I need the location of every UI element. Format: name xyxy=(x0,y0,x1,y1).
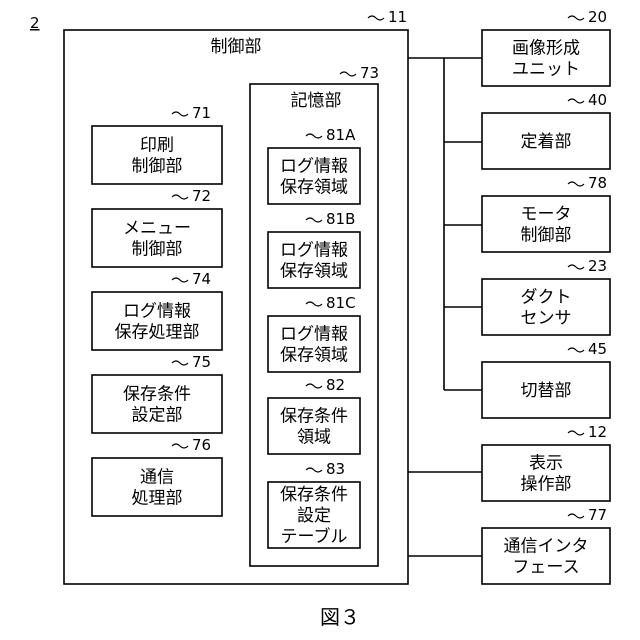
control-block-communication-processing-label-line: 処理部 xyxy=(132,489,183,509)
control-block-log-save-processing-ref: 74 xyxy=(192,270,211,288)
storage-block-log-area-a-label-line: ログ情報 xyxy=(280,157,348,177)
control-block-save-condition-setting-label-line: 設定部 xyxy=(132,406,183,426)
storage-block-log-area-a-ref: 81A xyxy=(326,126,356,144)
control-block-communication-processing-label-line: 通信 xyxy=(140,468,174,488)
storage-label: 記憶部 xyxy=(291,91,342,111)
external-block-communication-interface-ref: 77 xyxy=(588,506,607,524)
storage-block-log-area-b-ref: 81B xyxy=(326,210,355,228)
external-block-display-operation-unit-leader xyxy=(568,431,584,435)
control-block-print-control-ref: 71 xyxy=(192,104,211,122)
control-block-menu-control-label-line: メニュー xyxy=(123,219,191,239)
external-block-display-operation-unit-ref: 12 xyxy=(588,423,607,441)
external-block-fixing-unit-leader xyxy=(568,99,584,103)
external-block-switching-unit-ref: 45 xyxy=(588,340,607,358)
external-blocks: 画像形成ユニット 20 定着部 40 モータ制御部 78 ダクトセンサ 23 切替部 45 表示操作… xyxy=(482,8,610,584)
external-block-motor-control-ref: 78 xyxy=(588,174,607,192)
external-block-fixing-unit-label-line: 定着部 xyxy=(521,132,572,152)
storage-block-log-area-c-label-line: ログ情報 xyxy=(280,325,348,345)
external-block-duct-sensor-ref: 23 xyxy=(588,257,607,275)
storage-block-log-area-a-label-line: 保存領域 xyxy=(280,178,348,198)
external-block-image-forming-unit-label-line: 画像形成 xyxy=(512,39,580,59)
controller-ref: 11 xyxy=(388,8,407,26)
storage-block-save-condition-table-label-line: テーブル xyxy=(281,526,348,547)
external-block-display-operation-unit: 表示操作部 12 xyxy=(482,423,610,501)
external-block-motor-control-label-line: モータ xyxy=(521,205,572,225)
control-block-log-save-processing-label-line: 保存処理部 xyxy=(115,323,200,343)
external-block-image-forming-unit: 画像形成ユニット 20 xyxy=(482,8,610,86)
control-block-log-save-processing-label-line: ログ情報 xyxy=(123,302,191,322)
figure-label: 図３ xyxy=(320,605,360,629)
storage-blocks: ログ情報保存領域81Aログ情報保存領域81Bログ情報保存領域81C保存条件領域8… xyxy=(268,126,360,548)
storage-ref: 73 xyxy=(360,64,379,82)
control-block-print-control-label-line: 印刷 xyxy=(140,136,174,156)
external-block-communication-interface-label-line: フェース xyxy=(512,558,579,578)
storage-block-save-condition-table-label-line: 保存条件 xyxy=(280,485,348,505)
storage-block-save-condition-table-ref: 83 xyxy=(326,460,345,478)
external-block-motor-control-label-line: 制御部 xyxy=(521,226,572,246)
external-block-switching-unit: 切替部 45 xyxy=(482,340,610,418)
control-block-menu-control-label-line: 制御部 xyxy=(132,240,183,260)
external-block-duct-sensor-leader xyxy=(568,265,584,269)
external-block-communication-interface-label-line: 通信インタ xyxy=(504,537,589,557)
storage-block-log-area-c-label-line: 保存領域 xyxy=(280,346,348,366)
control-block-print-control-label-line: 制御部 xyxy=(132,157,183,177)
external-block-display-operation-unit-label-line: 操作部 xyxy=(521,475,572,495)
storage-block-save-condition-area-ref: 82 xyxy=(326,376,345,394)
external-block-image-forming-unit-leader xyxy=(568,16,584,20)
external-block-display-operation-unit-label-line: 表示 xyxy=(529,454,563,474)
corner-reference-label: 2 xyxy=(30,14,40,32)
external-block-image-forming-unit-label-line: ユニット xyxy=(512,60,580,80)
external-block-duct-sensor-label-line: センサ xyxy=(521,309,572,329)
control-block-save-condition-setting-ref: 75 xyxy=(192,353,211,371)
external-block-communication-interface: 通信インタフェース 77 xyxy=(482,506,610,584)
control-block-menu-control-ref: 72 xyxy=(192,187,211,205)
storage-block-save-condition-area-label-line: 保存条件 xyxy=(280,407,348,427)
external-block-fixing-unit: 定着部 40 xyxy=(482,91,610,169)
storage-block-log-area-b-label-line: ログ情報 xyxy=(280,241,348,261)
storage-block-save-condition-area-label-line: 領域 xyxy=(297,428,331,448)
external-block-motor-control-leader xyxy=(568,182,584,186)
control-block-save-condition-setting-label-line: 保存条件 xyxy=(123,385,191,405)
controller-label: 制御部 xyxy=(211,37,262,57)
external-block-fixing-unit-ref: 40 xyxy=(588,91,607,109)
external-block-image-forming-unit-ref: 20 xyxy=(588,8,607,26)
external-block-motor-control: モータ制御部 78 xyxy=(482,174,610,252)
control-block-communication-processing-ref: 76 xyxy=(192,436,211,454)
external-block-switching-unit-label-line: 切替部 xyxy=(521,381,572,401)
external-block-duct-sensor-label-line: ダクト xyxy=(521,288,572,308)
storage-block-log-area-c-ref: 81C xyxy=(326,294,356,312)
controller-leader xyxy=(368,16,384,20)
external-block-duct-sensor: ダクトセンサ 23 xyxy=(482,257,610,335)
storage-block-log-area-b-label-line: 保存領域 xyxy=(280,262,348,282)
storage-block-save-condition-table-label-line: 設定 xyxy=(297,506,331,526)
external-block-switching-unit-leader xyxy=(568,348,584,352)
external-block-communication-interface-leader xyxy=(568,514,584,518)
